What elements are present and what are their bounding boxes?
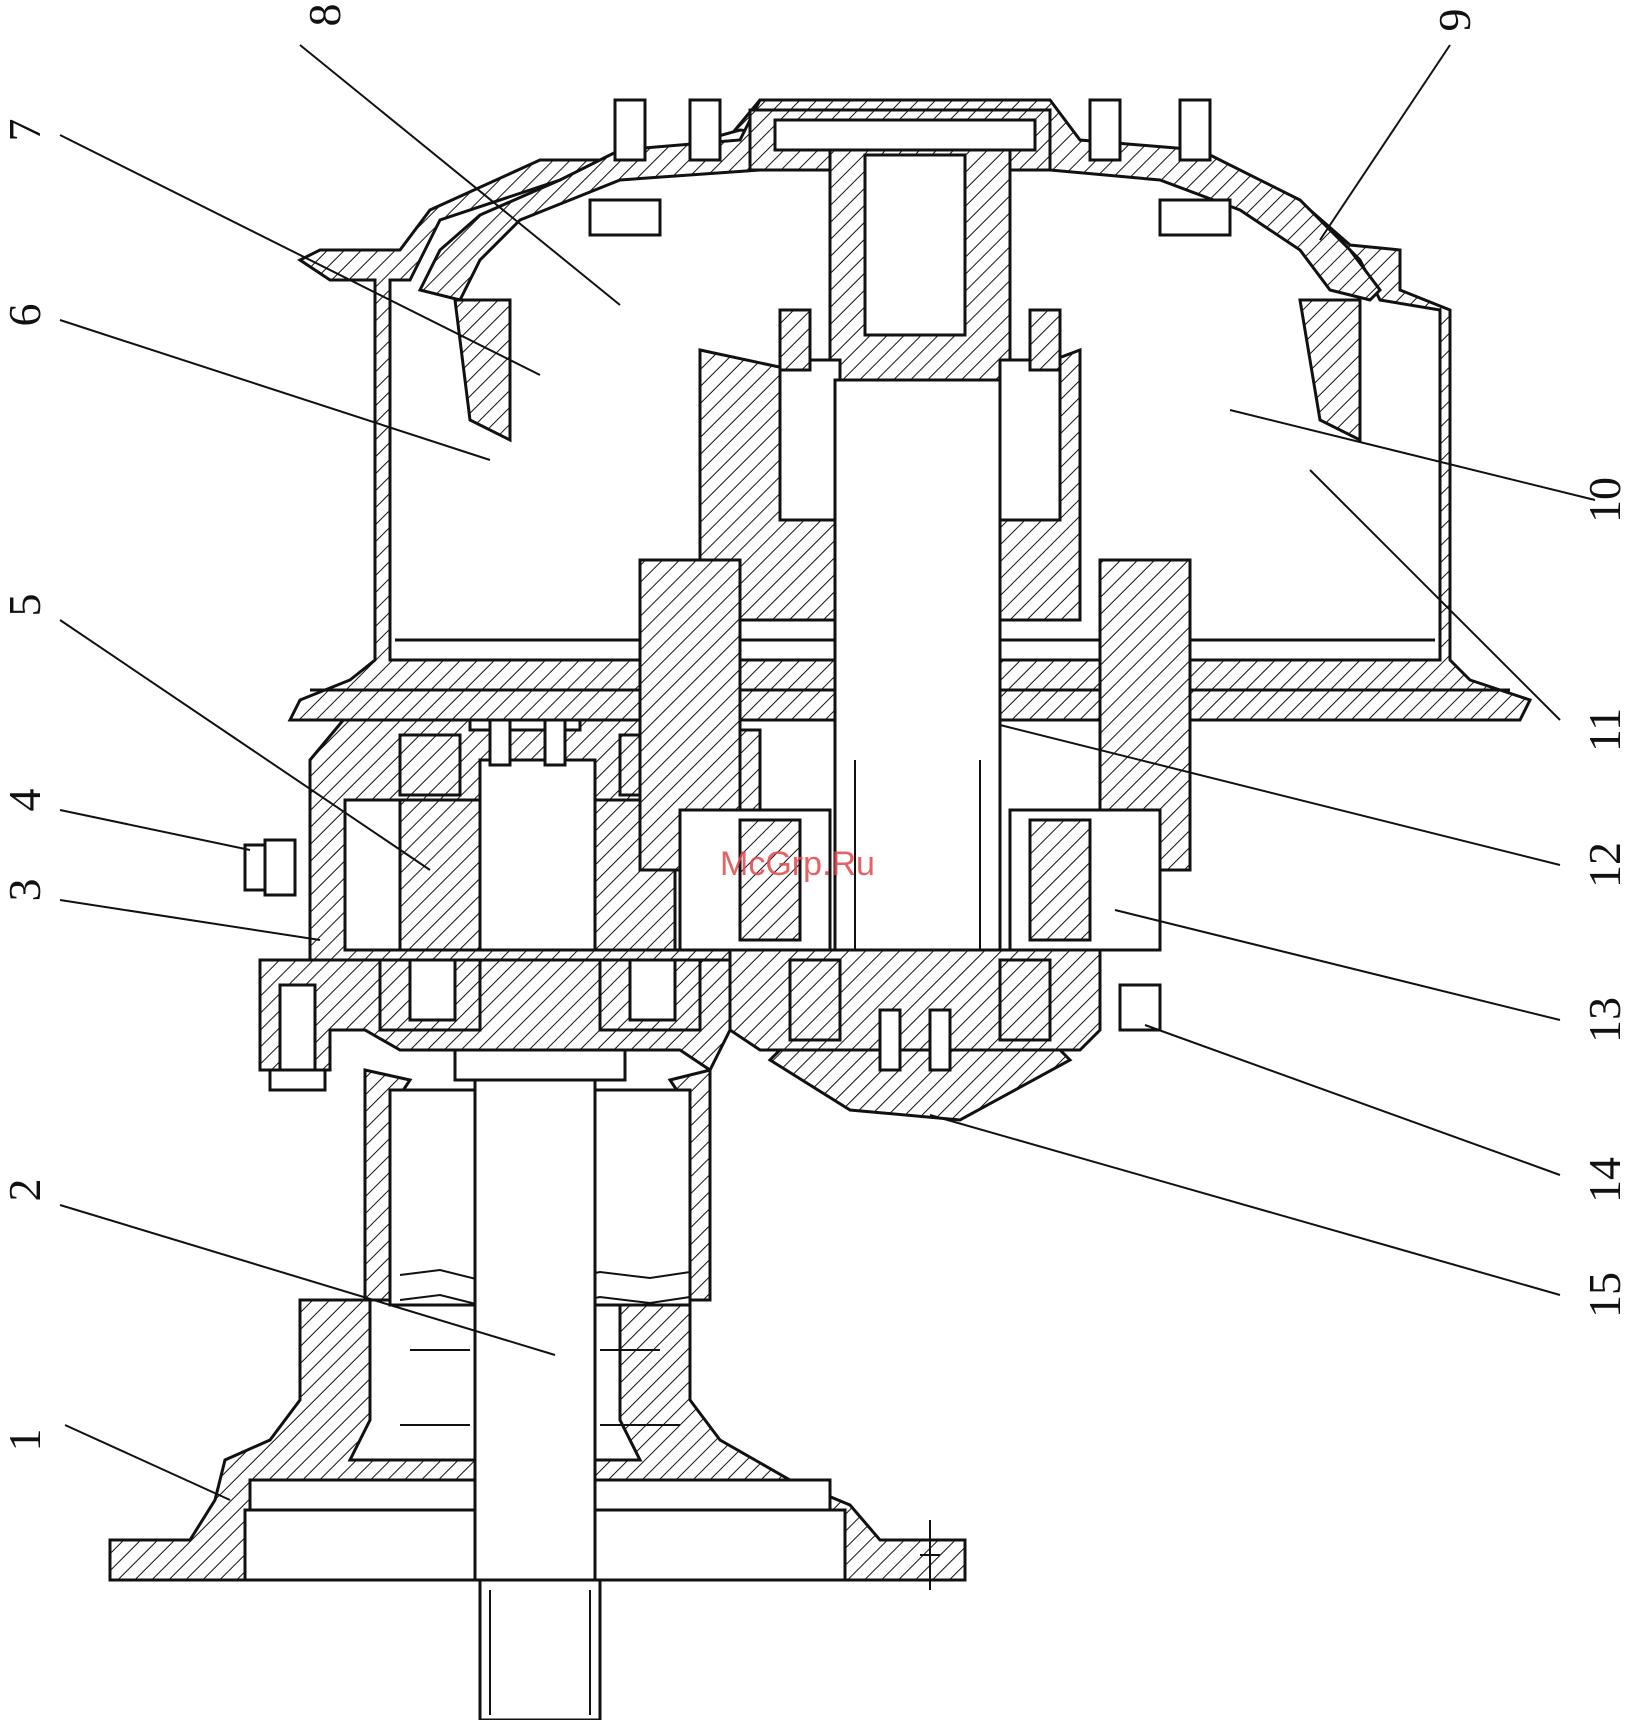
leader-15 [930, 1115, 1560, 1295]
leader-13 [1115, 910, 1560, 1020]
callout-10: 10 [1579, 477, 1627, 523]
leader-3 [60, 900, 320, 940]
callout-1: 1 [0, 1429, 50, 1452]
leader-1 [65, 1425, 230, 1500]
watermark-text: McGrp.Ru [720, 845, 875, 883]
callout-13: 13 [1579, 997, 1627, 1043]
leader-9 [1320, 45, 1450, 240]
callout-6: 6 [0, 304, 50, 327]
callout-7: 7 [0, 119, 50, 142]
callout-8: 8 [299, 4, 350, 27]
callout-12: 12 [1579, 842, 1627, 888]
callout-2: 2 [0, 1179, 50, 1202]
callout-11: 11 [1579, 708, 1627, 752]
callout-4: 4 [0, 789, 50, 812]
callout-14: 14 [1579, 1157, 1627, 1203]
callout-3: 3 [0, 879, 50, 902]
leader-14 [1145, 1025, 1560, 1175]
callout-5: 5 [0, 594, 50, 617]
callout-15: 15 [1579, 1272, 1627, 1318]
leader-4 [60, 810, 250, 850]
callout-9: 9 [1429, 9, 1480, 32]
